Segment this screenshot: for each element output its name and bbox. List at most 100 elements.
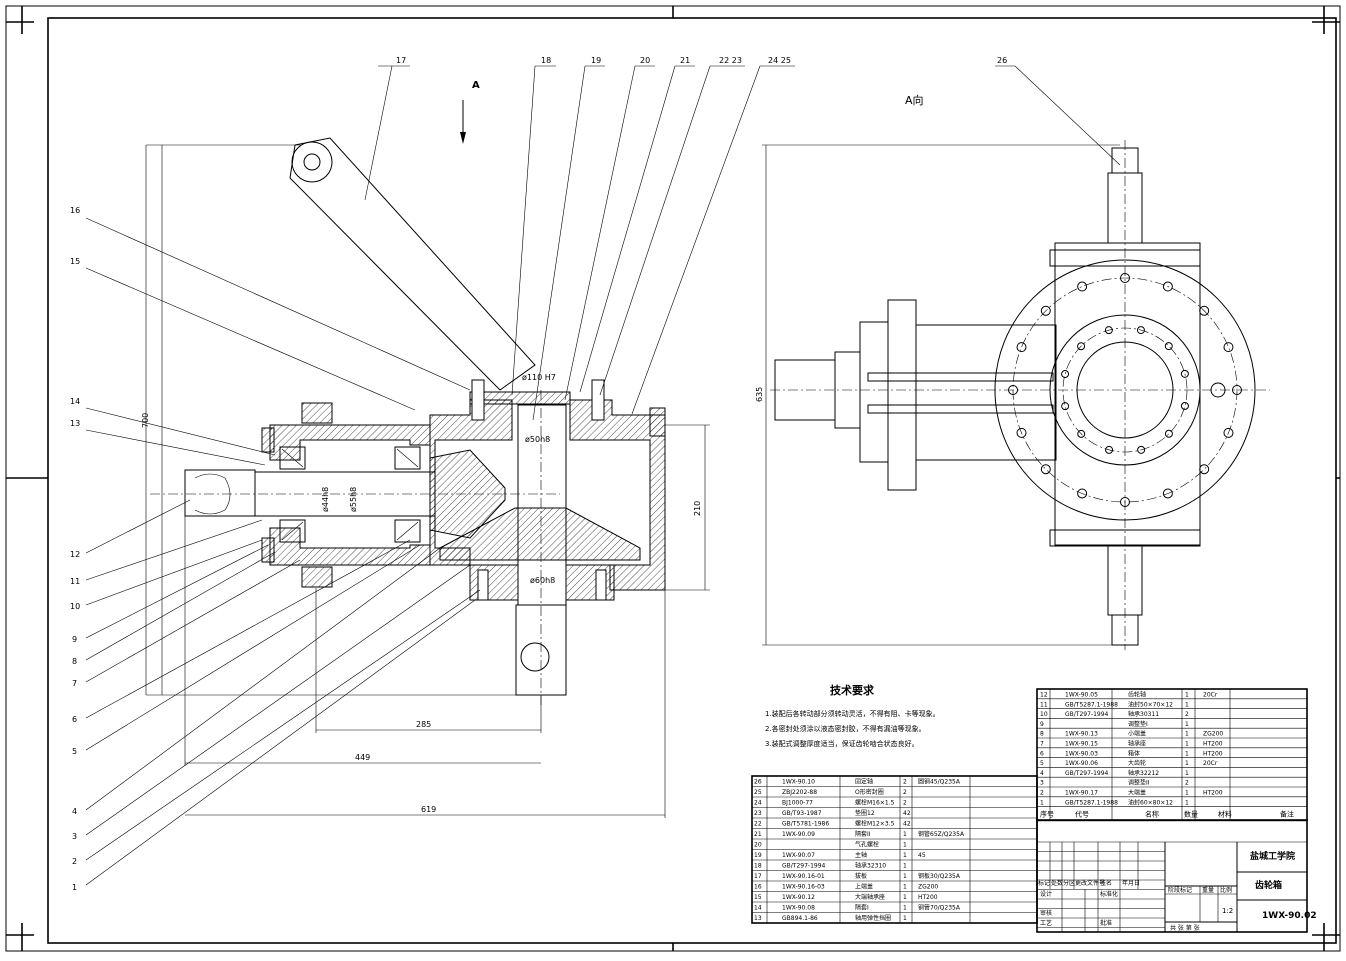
bom-cell: 7 — [1040, 741, 1044, 748]
inner-frame — [47, 17, 1337, 944]
bom-cell: 42 — [903, 810, 911, 817]
bom-cell: 9 — [1040, 721, 1044, 728]
bom-cell: GB/T5781-1986 — [782, 821, 829, 828]
leader-lines — [85, 65, 1121, 886]
a-view: A向 — [762, 93, 1270, 650]
inner-bolt-hole — [1061, 370, 1070, 379]
bom-cell: 2 — [903, 800, 907, 807]
dim-210: 210 — [693, 501, 702, 516]
flange-bolts — [1008, 273, 1242, 507]
bom-cell: 小端盖 — [1128, 730, 1146, 738]
bom-cell: ZBJ2202-88 — [782, 789, 817, 796]
flange-bolt-hole — [1040, 305, 1051, 316]
bom-cell: 26 — [754, 779, 762, 786]
bom-cell: 1 — [903, 894, 907, 901]
bom-cell: 12 — [1040, 692, 1048, 699]
bom-cell: 18 — [754, 863, 762, 870]
bom-cell: 14 — [754, 905, 762, 912]
tech-item-3: 3.装配式调整厚度适当，保证齿轮啮合状态良好。 — [765, 739, 919, 748]
bom-header: 备注 — [1280, 810, 1294, 819]
bom-cell: 1 — [903, 905, 907, 912]
bom-cell: 轴承座 — [1128, 740, 1146, 748]
bom-header: 名称 — [1145, 810, 1159, 819]
bom-cell: 1 — [903, 852, 907, 859]
bom-cell: ZG200 — [918, 884, 938, 891]
bevel-gear — [439, 507, 641, 561]
bom-cell: 1WX-90.05 — [1065, 692, 1098, 699]
bom-cell: GB/T5287.1-1988 — [1065, 701, 1118, 708]
flange-bolt-hole — [1120, 273, 1130, 283]
bom-cell: 齿轮轴 — [1128, 691, 1146, 699]
bom-cell: HT200 — [918, 894, 938, 901]
scale-label: 比例 — [1220, 886, 1232, 894]
callout-14: 14 — [70, 397, 80, 406]
inner-bolt-hole — [1137, 445, 1146, 454]
bom-cell: 1 — [1185, 750, 1189, 757]
bom-cell: HT200 — [1203, 750, 1223, 757]
bom-cell: 1WX-90.06 — [1065, 760, 1098, 767]
bom-cell: 轴用弹性挡圈 — [855, 914, 891, 922]
callout-26: 26 — [997, 56, 1007, 65]
bom-cell: 10 — [1040, 711, 1048, 718]
bom-cell: 钢管65Z/Q235A — [918, 830, 965, 838]
callout-2: 2 — [72, 857, 77, 866]
role-approve: 批准 — [1100, 919, 1112, 927]
dim-285: 285 — [416, 720, 431, 729]
callout-9: 9 — [72, 635, 77, 644]
dimension-texts: 285 449 619 700 210 635 ø110 H7 ø50h8 ø6… — [141, 373, 764, 814]
callout-3: 3 — [72, 832, 77, 841]
bom-cell: 1 — [1185, 790, 1189, 797]
bom-cell: 45 — [918, 852, 926, 859]
dim-619: 619 — [421, 805, 436, 814]
dim-d44: ø44h8 — [321, 487, 330, 512]
stage-label: 阶段标记 — [1168, 886, 1192, 894]
bom-cell: 2 — [1185, 780, 1189, 787]
role-process: 工艺 — [1040, 919, 1052, 927]
bom-cell: 轴承32310 — [855, 862, 886, 870]
callouts: 1 2 3 4 5 6 7 8 9 10 11 12 13 14 15 16 1… — [70, 56, 1007, 892]
bom-cell: 1 — [1185, 760, 1189, 767]
tech-title: 技术要求 — [830, 683, 875, 697]
role-standard: 标准化 — [1100, 890, 1118, 898]
bom-cell: 上端盖 — [855, 883, 873, 891]
bom-cell: 箱体 — [1128, 749, 1140, 757]
drawing-number: 1WX-90.02 — [1262, 911, 1317, 921]
flange-bolt-hole — [1077, 488, 1088, 499]
rev-header: 签名 — [1100, 879, 1112, 887]
tech-item-2: 2.各密封处须涂以液态密封胶，不得有漏油等现象。 — [765, 724, 926, 733]
callout-13: 13 — [70, 419, 80, 428]
bom-cell: 固定轴 — [855, 778, 873, 786]
dim-d55: ø55h8 — [349, 487, 358, 512]
inner-bolt-hole — [1104, 326, 1113, 335]
a-view-flange — [994, 259, 1256, 521]
bom-cell: GB/T5287.1-1988 — [1065, 799, 1118, 806]
view-label-a: A — [472, 80, 480, 91]
input-housing-bottom — [269, 527, 431, 566]
dim-449: 449 — [355, 753, 370, 762]
callout-6: 6 — [72, 715, 77, 724]
bom-header: 材料 — [1218, 810, 1232, 819]
bom-cell: 2 — [903, 789, 907, 796]
bom-cell: 1 — [1185, 770, 1189, 777]
bom-cell: 1 — [1040, 799, 1044, 806]
bom-cell: GB/T93-1987 — [782, 810, 822, 817]
bom-header: 数量 — [1184, 810, 1198, 819]
bom-cell: 1WX-90.08 — [782, 905, 815, 912]
bom-cell: GB/T297-1994 — [1065, 711, 1109, 718]
callout-21: 21 — [680, 56, 690, 65]
bom-cell: 8 — [1040, 731, 1044, 738]
title-block: 标记处数分区更改文件号签名年月日设计标准化审核工艺批准盐城工学院齿轮箱阶段标记重… — [1036, 819, 1317, 933]
bom-cell: 螺栓M12×3.5 — [855, 820, 895, 828]
bom-cell: GB/T297-1994 — [1065, 770, 1109, 777]
flange-bolt-hole — [1162, 281, 1173, 292]
bom-header: 代号 — [1075, 810, 1089, 819]
flange-bolt-hole — [1040, 464, 1051, 475]
dim-d50: ø50h8 — [525, 435, 550, 444]
bom-cell: 主轴 — [855, 851, 867, 859]
callout-20: 20 — [640, 56, 650, 65]
callout-4: 4 — [72, 807, 77, 816]
callout-7: 7 — [72, 679, 77, 688]
